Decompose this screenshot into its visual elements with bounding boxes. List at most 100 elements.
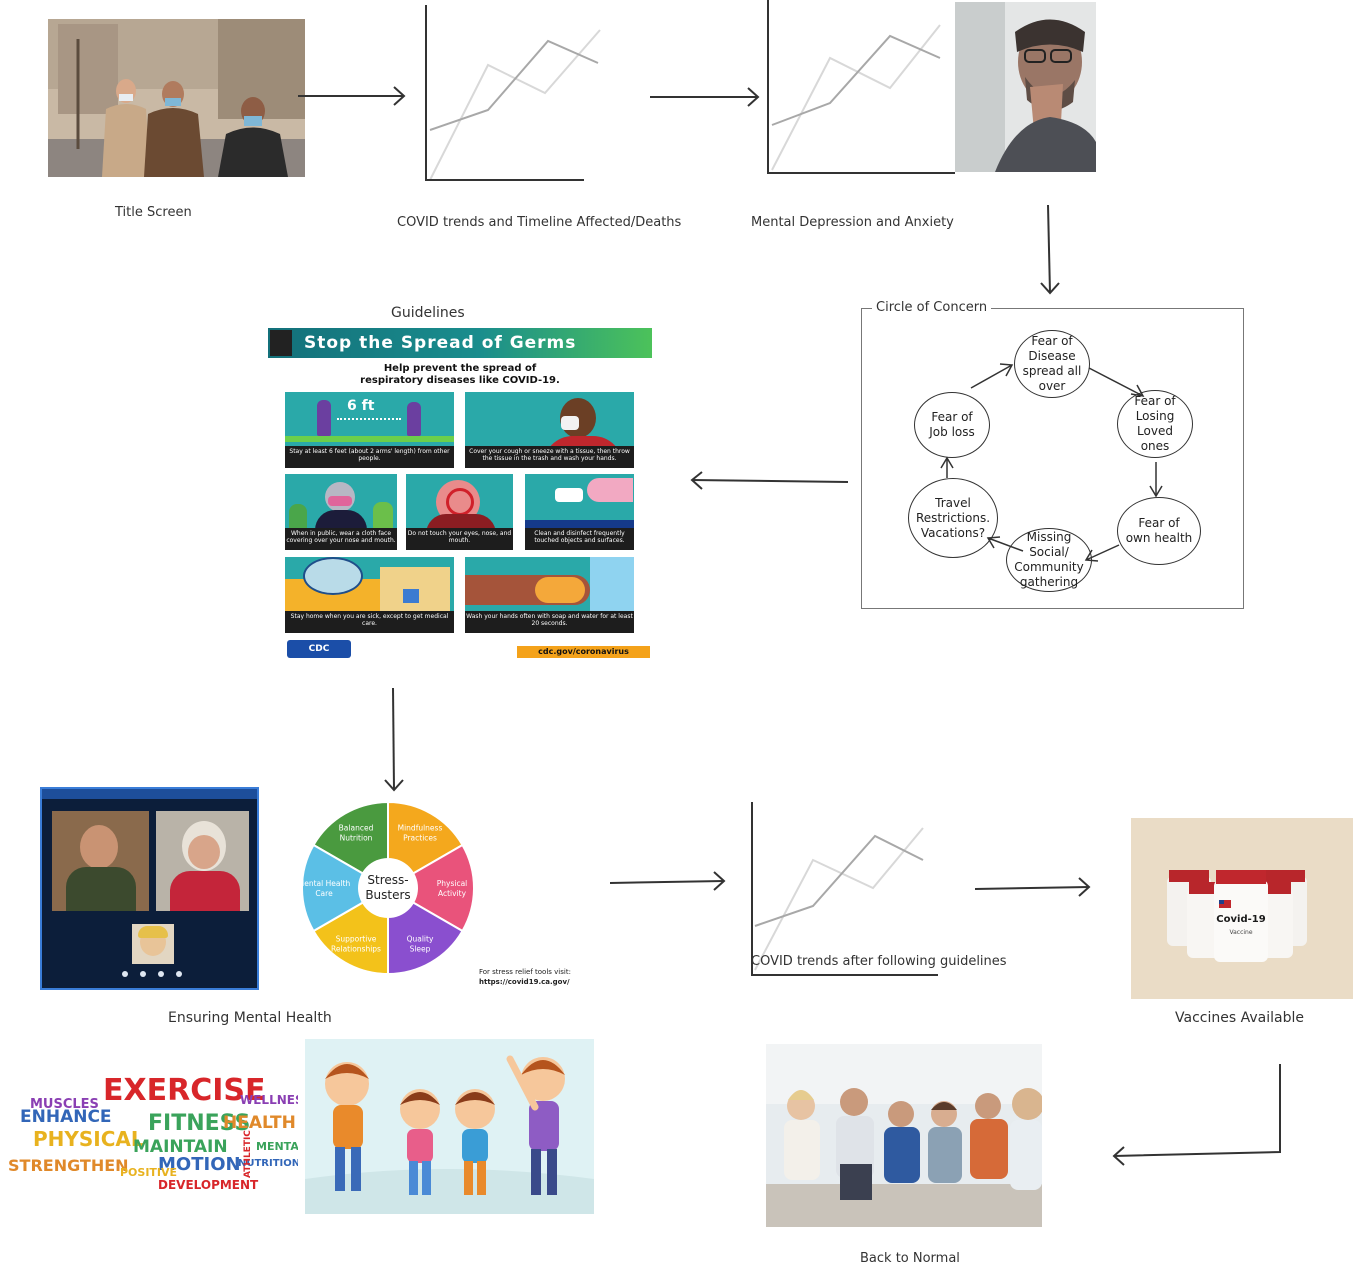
back-to-normal-label: Back to Normal <box>860 1251 960 1266</box>
arrow-depression-to-circle <box>1040 205 1060 295</box>
cdc-logo-text: CDC <box>308 644 330 654</box>
video-tile-woman <box>156 811 249 911</box>
cloud-word: POSITIVE <box>120 1166 177 1179</box>
concern-line: ones <box>1140 439 1170 453</box>
concern-disease-spread: Fear of Disease spread all over <box>1014 330 1090 398</box>
concern-line: Fear of <box>1134 394 1176 408</box>
cloud-word: EXERCISE <box>103 1073 266 1108</box>
poster-caption-4: Do not touch your eyes, nose, and mouth. <box>406 528 513 550</box>
wheel-segment-label: Physical <box>437 879 468 888</box>
video-call-controls <box>122 971 182 979</box>
wheel-segment <box>301 843 391 933</box>
cloud-word: MOTION <box>158 1154 241 1175</box>
covid-trends-after-chart <box>751 802 938 976</box>
wheel-segment-label: Sleep <box>410 944 431 953</box>
concern-job-loss: Fear of Job loss <box>914 392 990 458</box>
concern-line: Job loss <box>929 425 975 439</box>
trend-line-dark <box>429 39 599 131</box>
cdc-poster: Stop the Spread of Germs Help prevent th… <box>268 328 652 663</box>
ensuring-mental-health-label: Ensuring Mental Health <box>168 1010 332 1026</box>
cloud-word: NUTRITION <box>238 1158 298 1169</box>
trend-line-dark <box>771 34 941 126</box>
arrow-trends-to-depression <box>650 87 760 107</box>
wheel-labels: BalancedNutritionMindfulnessPracticesPhy… <box>300 824 467 954</box>
concern-line: over <box>1038 379 1066 393</box>
chart-axes <box>751 802 938 976</box>
cloud-word: MUSCLES <box>30 1097 99 1112</box>
trend-line-light <box>429 29 601 181</box>
arrow-title-to-trends <box>298 86 406 106</box>
concern-line: Vacations? <box>920 525 986 540</box>
vaccine-sub: Vaccine <box>1229 929 1252 936</box>
depressed-person-photo <box>955 2 1096 172</box>
wheel-segment-label: Mental Health <box>300 879 350 888</box>
cloud-word: MAINTAIN <box>133 1137 228 1157</box>
concern-line: Fear of <box>1031 334 1073 348</box>
poster-url-text: cdc.gov/coronavirus <box>538 647 629 656</box>
chart-axes <box>767 0 955 174</box>
concern-line: Fear of <box>931 410 973 424</box>
cloud-word: MENTAL <box>256 1140 298 1153</box>
arrow-vaccines-to-normal <box>1112 1064 1281 1166</box>
wheel-segment-label: Quality <box>407 934 434 943</box>
video-call-window <box>40 787 259 990</box>
person-3 <box>884 1101 920 1183</box>
kid-3 <box>455 1089 495 1195</box>
vaccines-available-label: Vaccines Available <box>1175 1010 1304 1026</box>
stress-footer-1: For stress relief tools visit: <box>479 968 571 976</box>
poster-url: cdc.gov/coronavirus <box>517 646 650 658</box>
vaccines-photo: Covid-19 Vaccine <box>1131 818 1353 999</box>
concern-line: Social/ <box>1029 545 1069 559</box>
concern-line: Missing <box>1026 530 1072 544</box>
poster-title: Stop the Spread of Germs <box>304 333 577 353</box>
poster-caption-6: Stay home when you are sick, except to g… <box>285 611 454 633</box>
cloud-words: EXERCISEFITNESSHEALTHENHANCEPHYSICALMAIN… <box>8 1073 298 1192</box>
exercise-word-cloud: EXERCISEFITNESSHEALTHENHANCEPHYSICALMAIN… <box>8 1073 298 1192</box>
concern-line: own health <box>1125 531 1193 545</box>
stress-busters-wheel: Stress- Busters BalancedNutritionMindful… <box>300 800 475 976</box>
concern-own-health: Fear of own health <box>1117 497 1201 565</box>
wheel-segment-label: Supportive <box>336 934 377 943</box>
wheel-segment-label: Nutrition <box>340 834 373 843</box>
concern-line: Loved <box>1137 424 1173 438</box>
poster-banner-square <box>270 330 292 356</box>
cloud-word: ATHLETIC <box>243 1130 253 1178</box>
wheel-segment-label: Relationships <box>331 944 381 953</box>
poster-caption-7: Wash your hands often with soap and wate… <box>465 611 634 633</box>
person-2 <box>836 1088 874 1200</box>
chart-axes <box>425 5 584 181</box>
concern-travel-restrictions: Travel Restrictions. Vacations? <box>908 478 998 558</box>
poster-caption-1: Stay at least 6 feet (about 2 arms' leng… <box>285 446 454 468</box>
vaccine-label: Covid-19 <box>1216 914 1265 925</box>
video-tile-child <box>132 924 174 964</box>
arrow-wellbeing-to-trends-after <box>610 871 726 891</box>
kids-exercising-illustration <box>305 1039 594 1214</box>
arrow-trends-to-vaccines <box>975 877 1091 897</box>
concern-line: Travel <box>935 495 971 510</box>
poster-caption-3: When in public, wear a cloth face coveri… <box>285 528 397 550</box>
cloud-word: PHYSICAL <box>33 1127 144 1151</box>
cloud-word: ENHANCE <box>20 1107 112 1127</box>
wheel-segment-label: Practices <box>403 834 437 843</box>
guidelines-label: Guidelines <box>391 305 465 321</box>
poster-distance-text: 6 ft <box>347 398 375 414</box>
back-to-normal-photo <box>766 1044 1042 1227</box>
kid-2 <box>400 1089 440 1195</box>
cdc-logo: CDC <box>287 640 351 658</box>
poster-caption-2: Cover your cough or sneeze with a tissue… <box>465 446 634 468</box>
trend-line-light <box>754 827 924 971</box>
covid-trends-after-label: COVID trends after following guidelines <box>751 954 1007 969</box>
person-left <box>784 1090 820 1180</box>
covid-trends-label: COVID trends and Timeline Affected/Death… <box>397 215 682 230</box>
title-screen-label: Title Screen <box>115 205 192 220</box>
wheel-center-line-2: Busters <box>365 888 410 902</box>
concern-line: spread all <box>1022 364 1082 378</box>
cloud-word: STRENGTHEN <box>8 1156 129 1175</box>
person-right <box>1010 1088 1042 1190</box>
concern-missing-social: Missing Social/ Community gathering <box>1006 528 1092 592</box>
cloud-word: HEALTH <box>223 1113 296 1133</box>
cloud-word: WELLNESS <box>240 1093 298 1107</box>
poster-subtitle-1: Help prevent the spread of <box>383 363 537 374</box>
concern-line: Disease <box>1028 349 1076 363</box>
concern-line: gathering <box>1019 575 1079 589</box>
